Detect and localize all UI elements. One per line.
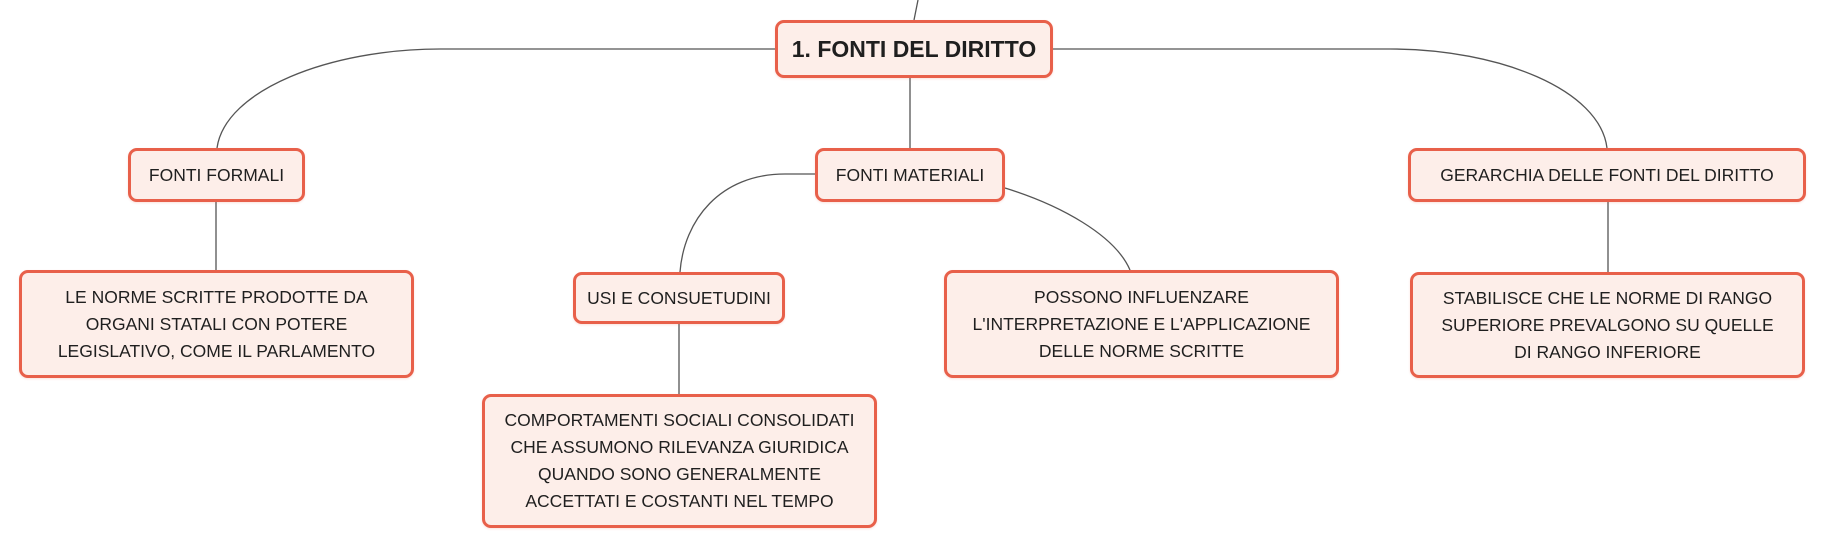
node-fonti-materiali-detail[interactable]: POSSONO INFLUENZARE L'INTERPRETAZIONE E … <box>944 270 1339 378</box>
node-fonti-formali[interactable]: FONTI FORMALI <box>128 148 305 202</box>
node-label: POSSONO INFLUENZARE L'INTERPRETAZIONE E … <box>972 286 1311 361</box>
node-root-fonti-del-diritto[interactable]: 1. FONTI DEL DIRITTO <box>775 20 1053 78</box>
node-fonti-materiali[interactable]: FONTI MATERIALI <box>815 148 1005 202</box>
node-usi-detail[interactable]: COMPORTAMENTI SOCIALI CONSOLIDATI CHE AS… <box>482 394 877 528</box>
node-label: FONTI FORMALI <box>148 164 285 185</box>
connector-root-gerarchia <box>1053 48 1608 149</box>
node-label: USI E CONSUETUDINI <box>587 287 771 308</box>
node-label: 1. FONTI DEL DIRITTO <box>791 35 1037 62</box>
node-label: GERARCHIA DELLE FONTI DEL DIRITTO <box>1440 164 1774 185</box>
connector-root-fonti-formali <box>216 48 775 149</box>
node-gerarchia-detail[interactable]: STABILISCE CHE LE NORME DI RANGO SUPERIO… <box>1410 272 1805 378</box>
node-label: FONTI MATERIALI <box>835 164 985 185</box>
node-label: LE NORME SCRITTE PRODOTTE DA ORGANI STAT… <box>57 286 376 361</box>
connector-fonti-materiali-detail <box>1004 187 1131 271</box>
connector-parent-root <box>913 0 919 21</box>
node-usi-e-consuetudini[interactable]: USI E CONSUETUDINI <box>573 272 785 324</box>
node-label: STABILISCE CHE LE NORME DI RANGO SUPERIO… <box>1441 287 1774 362</box>
node-gerarchia-delle-fonti[interactable]: GERARCHIA DELLE FONTI DEL DIRITTO <box>1408 148 1806 202</box>
node-label: COMPORTAMENTI SOCIALI CONSOLIDATI CHE AS… <box>504 410 855 511</box>
connector-fonti-materiali-usi <box>679 173 815 273</box>
node-fonti-formali-detail[interactable]: LE NORME SCRITTE PRODOTTE DA ORGANI STAT… <box>19 270 414 378</box>
